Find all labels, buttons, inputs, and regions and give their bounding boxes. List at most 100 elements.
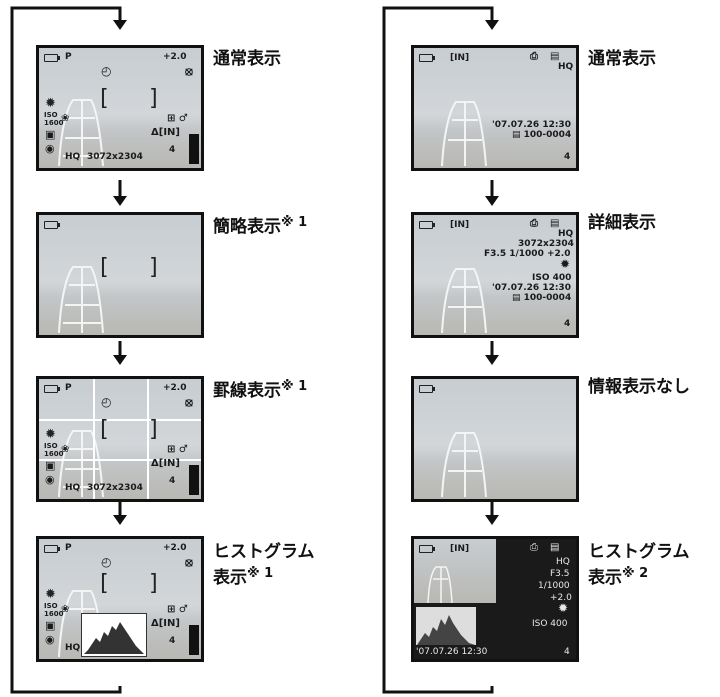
image-quality: HQ bbox=[558, 62, 574, 72]
protect-icon: ▤ bbox=[550, 218, 560, 229]
date-time: '07.07.26 12:30 bbox=[492, 120, 571, 130]
arrow-head bbox=[485, 355, 499, 365]
battery-icon bbox=[44, 221, 60, 229]
right-label-detail: 詳細表示 bbox=[588, 213, 656, 233]
histogram-graph bbox=[84, 622, 144, 654]
battery-icon bbox=[419, 385, 435, 393]
image-quality: HQ bbox=[556, 557, 570, 567]
lifeguard-tower-scene bbox=[441, 432, 487, 498]
drive-mode-icon: ▣ bbox=[45, 459, 56, 472]
lifeguard-tower-scene bbox=[427, 566, 453, 604]
left-loop-line bbox=[10, 6, 122, 694]
right-screen-detail: [IN] ⎙ ▤ HQ 3072x2304 F3.5 1/1000 +2.0 ✹… bbox=[411, 212, 579, 338]
image-quality: HQ bbox=[65, 643, 81, 653]
af-target-mark: [ ] bbox=[97, 255, 173, 280]
memory-gauge bbox=[189, 465, 199, 495]
grid-line-horizontal bbox=[39, 459, 201, 461]
arrow-head bbox=[485, 20, 499, 30]
macro-icon: ❀ bbox=[61, 113, 70, 124]
flash-off-icon: ⦻ bbox=[185, 555, 193, 569]
print-reserve-icon: ⎙ bbox=[530, 542, 538, 553]
shooting-mode: P bbox=[65, 543, 72, 553]
exposure-info: F3.5 1/1000 +2.0 bbox=[484, 249, 571, 259]
histogram-graph bbox=[417, 615, 475, 645]
memory-indicator: Δ[IN] bbox=[151, 127, 180, 138]
exposure-compensation: +2.0 bbox=[550, 593, 572, 603]
memory-gauge bbox=[189, 625, 199, 655]
iso-value: ISO 400 bbox=[532, 619, 568, 629]
date-time: '07.07.26 12:30 bbox=[416, 647, 488, 657]
remaining-frames: 4 bbox=[169, 636, 176, 646]
image-resolution: 3072x2304 bbox=[518, 239, 574, 249]
exposure-compensation: +2.0 bbox=[163, 52, 187, 62]
protect-icon: ▤ bbox=[550, 542, 560, 553]
self-timer-icon: ◴ bbox=[101, 395, 112, 409]
left-label-simple: 簡略表示※ 1 bbox=[213, 215, 308, 237]
exposure-compensation: +2.0 bbox=[163, 543, 187, 553]
white-balance-icon: ✹ bbox=[45, 96, 56, 111]
thumbnail-image bbox=[414, 539, 496, 604]
arrow-head bbox=[485, 515, 499, 525]
image-resolution: 3072x2304 bbox=[87, 483, 143, 493]
macro-icon: ❀ bbox=[61, 444, 70, 455]
memory-gauge bbox=[189, 134, 199, 164]
battery-icon bbox=[44, 545, 60, 553]
memory-indicator: [IN] bbox=[450, 53, 470, 63]
metering-icon: ◉ bbox=[45, 142, 55, 155]
print-reserve-icon: ⎙ bbox=[530, 218, 538, 229]
lifeguard-tower-scene bbox=[441, 268, 487, 334]
arrow-head bbox=[485, 196, 499, 206]
flash-off-icon: ⦻ bbox=[185, 64, 193, 78]
image-quality: HQ bbox=[65, 483, 81, 493]
grid-line-horizontal bbox=[39, 419, 201, 421]
battery-icon bbox=[419, 545, 435, 553]
protect-icon: ▤ bbox=[550, 51, 560, 62]
frame-number: 4 bbox=[564, 647, 570, 657]
histogram bbox=[416, 607, 476, 645]
arrow-head bbox=[113, 20, 127, 30]
image-quality: HQ bbox=[65, 152, 81, 162]
memory-indicator: Δ[IN] bbox=[151, 458, 180, 469]
white-balance-icon: ✹ bbox=[45, 427, 56, 442]
battery-icon bbox=[44, 54, 60, 62]
file-number: ▤ 100-0004 bbox=[512, 130, 572, 140]
battery-icon bbox=[419, 221, 435, 229]
metering-icon: ◉ bbox=[45, 473, 55, 486]
white-balance-icon: ✹ bbox=[45, 587, 56, 602]
file-number: ▤ 100-0004 bbox=[512, 293, 572, 303]
lifeguard-tower-scene bbox=[58, 266, 104, 334]
self-timer-icon: ◴ bbox=[101, 555, 112, 569]
right-label-normal: 通常表示 bbox=[588, 49, 656, 69]
battery-and-mic-icons: ⊞ ♂ bbox=[167, 444, 188, 455]
drive-mode-icon: ▣ bbox=[45, 128, 56, 141]
exposure-compensation: +2.0 bbox=[163, 383, 187, 393]
shooting-mode: P bbox=[65, 383, 72, 393]
drive-mode-icon: ▣ bbox=[45, 619, 56, 632]
arrow-head bbox=[113, 196, 127, 206]
grid-line-vertical bbox=[147, 379, 149, 499]
right-screen-no-info bbox=[411, 376, 579, 502]
battery-icon bbox=[44, 385, 60, 393]
image-quality: HQ bbox=[558, 229, 574, 239]
right-label-no-info: 情報表示なし bbox=[588, 377, 690, 397]
date-time: '07.07.26 12:30 bbox=[492, 283, 571, 293]
shutter-speed: 1/1000 bbox=[538, 581, 570, 591]
arrow-head bbox=[113, 355, 127, 365]
memory-indicator: [IN] bbox=[450, 544, 470, 554]
right-loop-line bbox=[382, 6, 494, 694]
battery-and-mic-icons: ⊞ ♂ bbox=[167, 604, 188, 615]
left-label-normal: 通常表示 bbox=[213, 49, 281, 69]
memory-indicator: Δ[IN] bbox=[151, 618, 180, 629]
right-screen-histogram: [IN] ⎙ ▤ HQ F3.5 1/1000 +2.0 ✹ ISO 400 '… bbox=[411, 536, 579, 662]
left-label-histogram: ヒストグラム表示※ 1 bbox=[213, 542, 315, 588]
aperture-value: F3.5 bbox=[550, 569, 570, 579]
print-reserve-icon: ⎙ bbox=[530, 51, 538, 62]
image-resolution: 3072x2304 bbox=[87, 152, 143, 162]
